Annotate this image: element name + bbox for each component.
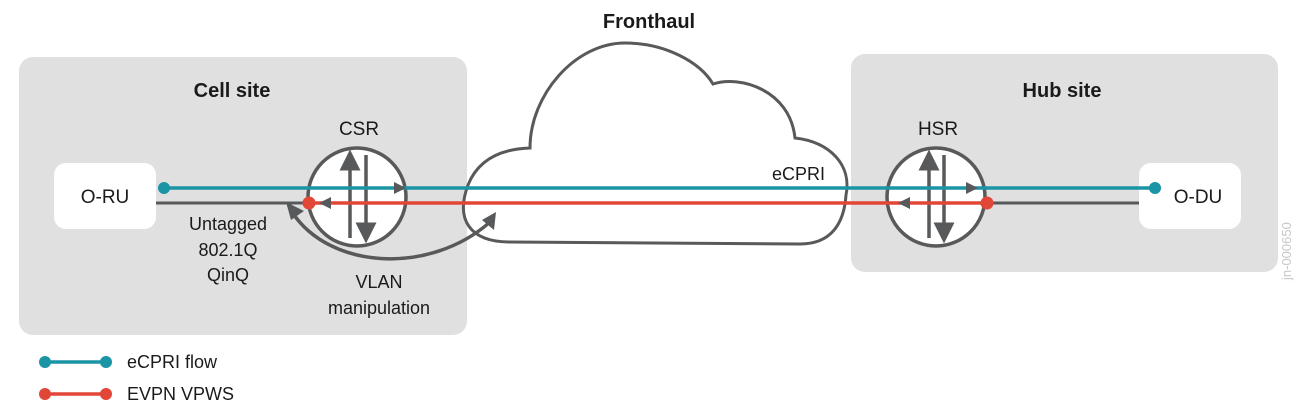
hsr-right-arrowhead (966, 182, 978, 194)
vlan-arrowhead-left (286, 202, 304, 220)
router-icon (306, 146, 408, 248)
cell-site-label: Cell site (194, 80, 271, 102)
legend-ecpri-dot-right (100, 356, 112, 368)
cell-site-panel (19, 57, 467, 335)
router-icon (885, 146, 987, 248)
legend-ecpri-dot-left (39, 356, 51, 368)
vlan-arrowhead-right (482, 212, 496, 230)
odu-node[interactable] (1139, 163, 1241, 229)
csr-label: CSR (339, 119, 379, 140)
odu-label: O-DU (1174, 187, 1223, 208)
evpn-endpoint-hsr (980, 196, 994, 210)
oru-label: O-RU (81, 187, 130, 208)
ecpri-endpoint-odu (1149, 182, 1161, 194)
legend-item-ecpri: eCPRI flow (39, 352, 218, 372)
ecpri-link-label: eCPRI (772, 164, 825, 184)
legend-ecpri-label: eCPRI flow (127, 352, 218, 372)
hub-site-label: Hub site (1023, 80, 1102, 102)
hsr-label: HSR (918, 119, 958, 140)
legend-evpn-label: EVPN VPWS (127, 384, 234, 404)
hsr-router[interactable] (885, 146, 987, 248)
hsr-left-arrowhead (898, 197, 910, 209)
encap-label-qinq: QinQ (207, 265, 249, 285)
vlan-label-line1: VLAN (355, 272, 402, 292)
legend-evpn-dot-right (100, 388, 112, 400)
ecpri-endpoint-oru (158, 182, 170, 194)
legend-evpn-dot-left (39, 388, 51, 400)
evpn-endpoint-csr (302, 196, 316, 210)
legend: eCPRI flow EVPN VPWS (39, 352, 234, 404)
oru-node[interactable] (54, 163, 156, 229)
vlan-label-line2: manipulation (328, 298, 430, 318)
encap-label-untagged: Untagged (189, 214, 267, 234)
csr-router[interactable] (306, 146, 408, 248)
encap-label-8021q: 802.1Q (198, 240, 257, 260)
csr-right-arrowhead (394, 182, 406, 194)
csr-left-arrowhead (319, 197, 331, 209)
figure-id: jn-000650 (1279, 222, 1294, 281)
fronthaul-title: Fronthaul (603, 11, 695, 33)
legend-item-evpn: EVPN VPWS (39, 384, 234, 404)
cloud-icon (462, 41, 849, 246)
vlan-manipulation-arrow (290, 211, 492, 261)
